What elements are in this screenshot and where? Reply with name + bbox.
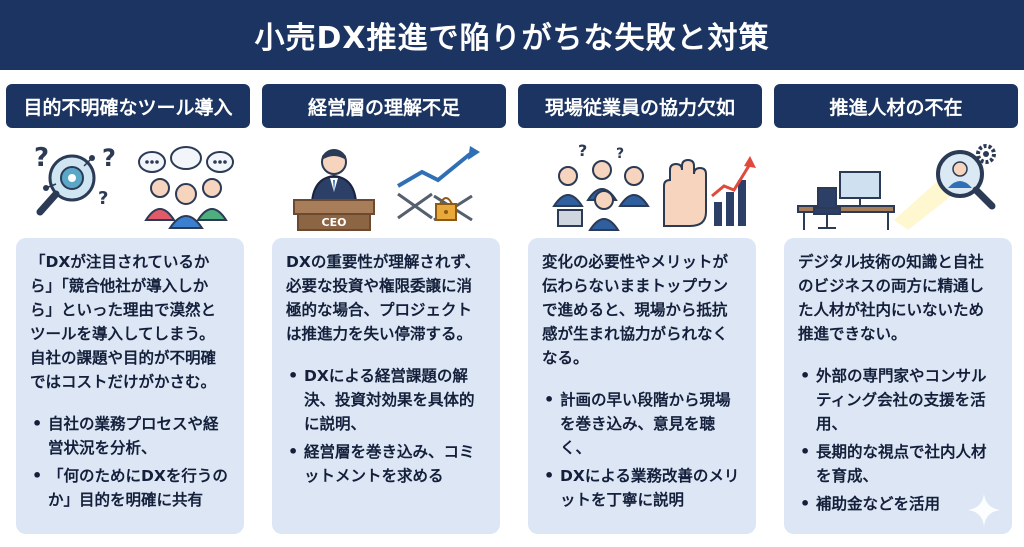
- list-item: 長期的な視点で社内人材を育成、: [798, 440, 998, 488]
- column-talent-absence: 推進人材の不在: [774, 84, 1018, 539]
- empty-desk-icon: [797, 171, 895, 230]
- column-management-understanding: 経営層の理解不足 CEO: [262, 84, 506, 539]
- ceo-label: CEO: [322, 216, 347, 229]
- list-item: DXによる経営課題の解決、投資対効果を具体的に説明、: [286, 364, 486, 436]
- list-item: DXによる業務改善のメリットを丁寧に説明: [542, 464, 742, 512]
- card-description: デジタル技術の知識と自社のビジネスの両方に精通した人材が社内にいないため推進でき…: [798, 253, 985, 343]
- card-description: 「DXが注目されているから」「競合他社が導入しから」といった理由で漠然とツールを…: [30, 253, 217, 391]
- column-heading: 経営層の理解不足: [262, 84, 506, 128]
- list-item: 外部の専門家やコンサルティング会社の支援を活用、: [798, 364, 998, 436]
- column-staff-cooperation: 現場従業員の協力欠如 ? ?: [518, 84, 762, 539]
- list-item: 補助金などを活用: [798, 492, 998, 516]
- svg-text:?: ?: [616, 146, 624, 162]
- question-marks-icon: ? ? ?: [34, 143, 116, 209]
- people-group-icon: [144, 178, 228, 229]
- search-person-icon: [894, 150, 996, 230]
- illustration-unclear-goals: ? ? ?: [6, 140, 250, 232]
- countermeasure-list: 自社の業務プロセスや経営状況を分析、 「何のためにDXを行うのか」目的を明確に共…: [30, 412, 230, 512]
- card-description: DXの重要性が理解されず、必要な投資や権限委譲に消極的な場合、プロジェクトは推進…: [286, 253, 481, 343]
- illustration-talent: [774, 140, 1018, 232]
- magnifier-gear-icon: [36, 154, 96, 216]
- card-unclear-goals: 「DXが注目されているから」「競合他社が導入しから」といった理由で漠然とツールを…: [16, 238, 244, 534]
- svg-text:?: ?: [98, 188, 108, 209]
- list-item: 経営層を巻き込み、コミットメントを求める: [286, 440, 486, 488]
- countermeasure-list: 計画の早い段階から現場を巻き込み、意見を聴く、 DXによる業務改善のメリットを丁…: [542, 388, 742, 512]
- ceo-desk-icon: CEO: [293, 149, 375, 231]
- card-talent-absence: デジタル技術の知識と自社のビジネスの両方に精通した人材が社内にいないため推進でき…: [784, 238, 1012, 534]
- svg-text:?: ?: [578, 141, 587, 160]
- column-heading: 推進人材の不在: [774, 84, 1018, 128]
- column-heading: 目的不明確なツール導入: [6, 84, 250, 128]
- countermeasure-list: 外部の専門家やコンサルティング会社の支援を活用、 長期的な視点で社内人材を育成、…: [798, 364, 998, 516]
- bar-chart-icon: [711, 156, 756, 226]
- stop-hand-icon: [663, 158, 707, 227]
- illustration-staff: ? ?: [518, 140, 762, 232]
- sparkle-icon: [968, 494, 1000, 526]
- list-item: 計画の早い段階から現場を巻き込み、意見を聴く、: [542, 388, 742, 460]
- list-item: 自社の業務プロセスや経営状況を分析、: [30, 412, 230, 460]
- staff-group-icon: ? ?: [552, 141, 650, 231]
- card-staff-cooperation: 変化の必要性やメリットが伝わらないままトップウンで進めると、現場から抵抗感が生ま…: [528, 238, 756, 534]
- countermeasure-list: DXによる経営課題の解決、投資対効果を具体的に説明、 経営層を巻き込み、コミット…: [286, 364, 486, 488]
- chained-lock-icon: [397, 192, 473, 222]
- svg-text:?: ?: [34, 143, 49, 173]
- svg-text:?: ?: [102, 144, 116, 172]
- page-title: 小売DX推進で陥りがちな失敗と対策: [0, 0, 1024, 70]
- card-management-understanding: DXの重要性が理解されず、必要な投資や権限委譲に消極的な場合、プロジェクトは推進…: [272, 238, 500, 534]
- column-unclear-goals: 目的不明確なツール導入 ? ? ?: [6, 84, 250, 539]
- card-description: 変化の必要性やメリットが伝わらないままトップウンで進めると、現場から抵抗感が生ま…: [542, 253, 729, 367]
- list-item: 「何のためにDXを行うのか」目的を明確に共有: [30, 464, 230, 512]
- speech-bubbles-icon: [138, 146, 234, 173]
- gear-icon: [976, 144, 996, 164]
- column-heading: 現場従業員の協力欠如: [518, 84, 762, 128]
- illustration-management: CEO: [262, 140, 506, 232]
- rising-arrow-icon: [396, 146, 480, 188]
